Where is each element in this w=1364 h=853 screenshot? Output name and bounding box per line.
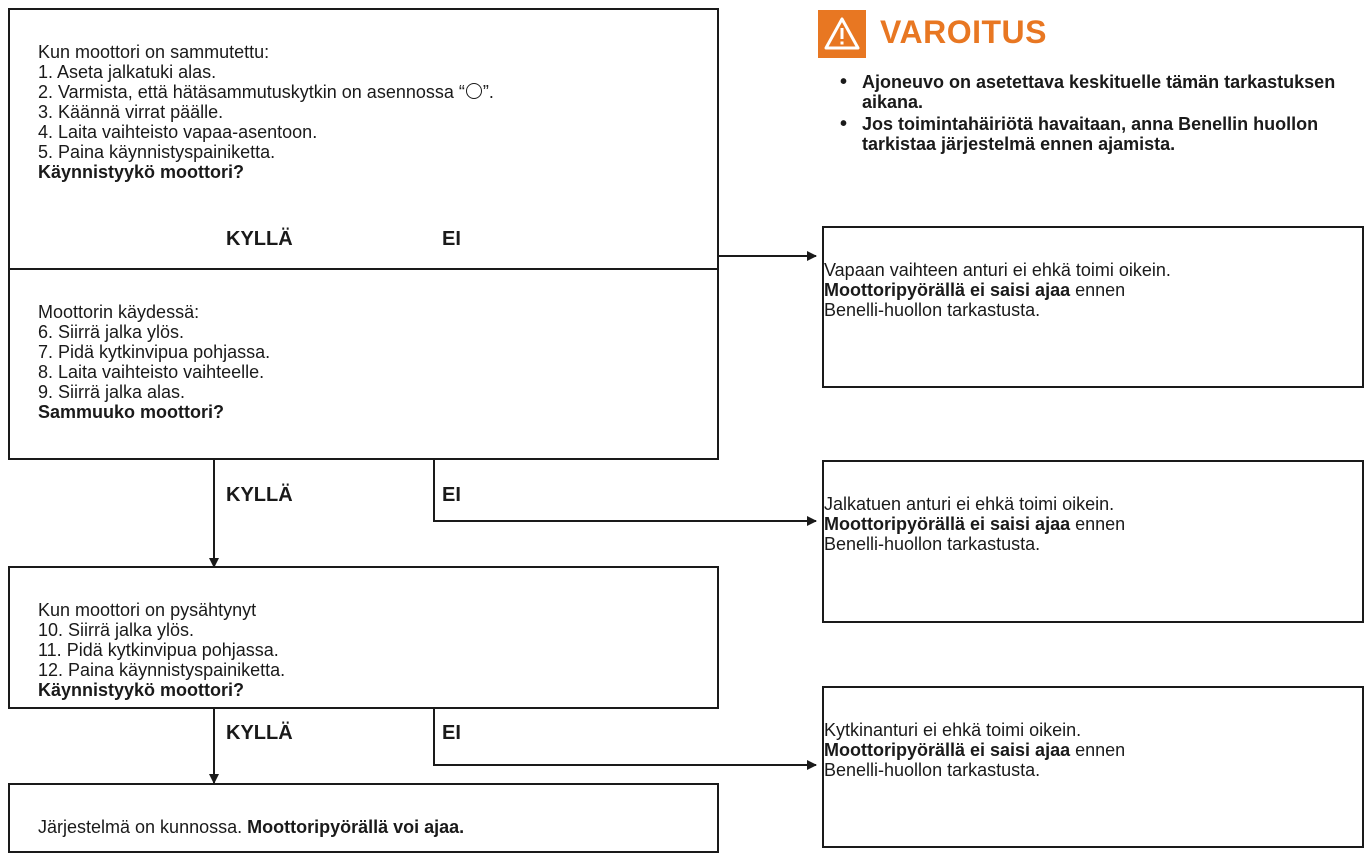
no-label-2: EI bbox=[442, 484, 461, 506]
step3-question: Käynnistyykö moottori? bbox=[38, 680, 245, 700]
step1-item: 4. Laita vaihteisto vapaa-asentoon. bbox=[38, 122, 318, 142]
final-text: Järjestelmä on kunnossa. Moottoripyöräll… bbox=[38, 817, 465, 837]
yes-label-3: KYLLÄ bbox=[226, 722, 293, 744]
step3-item: 12. Paina käynnistyspainiketta. bbox=[38, 660, 286, 680]
result-box-neutral-sensor: Vapaan vaihteen anturi ei ehkä toimi oik… bbox=[822, 226, 1364, 388]
step2-box: Moottorin käydessä: 6. Siirrä jalka ylös… bbox=[8, 268, 719, 460]
step1-question: Käynnistyykö moottori? bbox=[38, 162, 245, 182]
no-label-3: EI bbox=[442, 722, 461, 744]
warning-list: Ajoneuvo on asetettava keskituelle tämän… bbox=[840, 72, 1360, 156]
step2-question: Sammuuko moottori? bbox=[38, 402, 225, 422]
step2-intro: Moottorin käydessä: bbox=[38, 302, 200, 322]
step2-item: 8. Laita vaihteisto vaihteelle. bbox=[38, 362, 265, 382]
step3-item: 11. Pidä kytkinvipua pohjassa. bbox=[38, 640, 279, 660]
no-arrow-2 bbox=[433, 460, 817, 526]
engine-stop-switch-icon bbox=[465, 83, 482, 99]
final-box: Järjestelmä on kunnossa. Moottoripyöräll… bbox=[8, 783, 719, 853]
step1-item: 5. Paina käynnistyspainiketta. bbox=[38, 142, 276, 162]
step1-intro: Kun moottori on sammutettu: bbox=[38, 42, 270, 62]
step3-intro: Kun moottori on pysähtynyt bbox=[38, 600, 257, 620]
warning-triangle-icon bbox=[818, 10, 866, 58]
no-label-1: EI bbox=[442, 228, 461, 250]
result-box-clutch-sensor: Kytkinanturi ei ehkä toimi oikein. Moott… bbox=[822, 686, 1364, 848]
step2-item: 7. Pidä kytkinvipua pohjassa. bbox=[38, 342, 271, 362]
warning-item: Jos toimintahäiriötä havaitaan, anna Ben… bbox=[840, 114, 1360, 154]
warning-title: VAROITUS bbox=[880, 14, 1047, 50]
yes-label-1: KYLLÄ bbox=[226, 228, 293, 250]
step1-item: 1. Aseta jalkatuki alas. bbox=[38, 62, 217, 82]
step3-box: Kun moottori on pysähtynyt 10. Siirrä ja… bbox=[8, 566, 719, 709]
warning-item: Ajoneuvo on asetettava keskituelle tämän… bbox=[840, 72, 1360, 112]
step2-item: 6. Siirrä jalka ylös. bbox=[38, 322, 185, 342]
yes-label-2: KYLLÄ bbox=[226, 484, 293, 506]
step1-item: 2. Varmista, että hätäsammutuskytkin on … bbox=[38, 82, 494, 102]
step2-item: 9. Siirrä jalka alas. bbox=[38, 382, 186, 402]
step3-item: 10. Siirrä jalka ylös. bbox=[38, 620, 195, 640]
step1-item: 3. Käännä virrat päälle. bbox=[38, 102, 224, 122]
no-arrow-3 bbox=[433, 709, 817, 770]
result-box-sidestand-sensor: Jalkatuen anturi ei ehkä toimi oikein. M… bbox=[822, 460, 1364, 623]
